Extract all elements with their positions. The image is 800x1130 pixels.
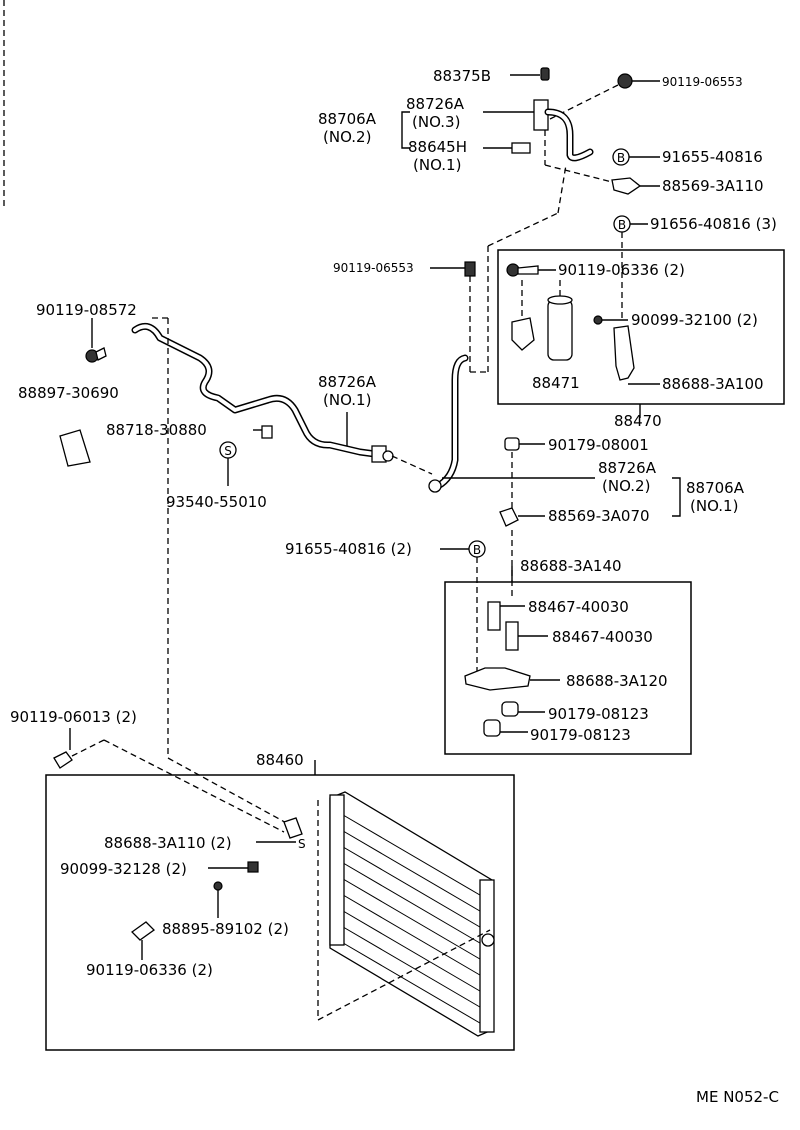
top-fittings: B [401,67,660,195]
pipe-88726a-no2 [428,164,595,493]
bolt-90119-06336-bottom [130,921,156,941]
receiver-88471 [547,299,573,361]
label-88460: 88460 [256,751,304,769]
label-no2-top: (NO.2) [323,128,371,146]
label-93540-55010: 93540-55010 [166,493,267,511]
label-88467-40030-b: 88467-40030 [552,628,653,646]
label-no1-top: (NO.1) [413,156,461,174]
label-88467-40030-a: 88467-40030 [528,598,629,616]
washer-symbol: B [618,218,626,232]
fitting-88726a-no3 [533,99,549,131]
label-91656-40816: 91656-40816 (3) [650,215,777,233]
bracket-left [511,317,535,351]
label-90119-06553-mid: 90119-06553 [333,261,414,275]
label-88688-3a120: 88688-3A120 [566,672,668,690]
bracket-88688-3a100 [613,325,635,381]
label-88688-3a110: 88688-3A110 (2) [104,834,232,852]
nut-90099-32100 [593,315,603,325]
diagram-code: ME N052-C [696,1088,779,1106]
label-88688-3a140: 88688-3A140 [520,557,622,575]
bracket-88688-3a110 [283,817,303,839]
label-88375b: 88375B [433,67,491,85]
washer-symbol: B [617,151,625,165]
clamp-88569-3a070 [499,507,519,527]
label-90119-08572: 90119-08572 [36,301,137,319]
label-88645h: 88645H [408,138,467,156]
bolt-90119-06336-top [506,263,520,277]
pipe-88726a-no1 [131,322,433,475]
clip-88718-30880 [261,425,273,439]
switch-88467-40030-a [487,601,501,631]
label-90099-32128: 90099-32128 (2) [60,860,187,878]
label-90119-06553-top: 90119-06553 [662,75,743,89]
label-90119-06336-bottom: 90119-06336 (2) [86,961,213,979]
label-no1-right: (NO.1) [690,497,738,515]
label-no1-mid: (NO.1) [323,391,371,409]
condenser-assembly: S [45,760,515,1051]
label-88569-3a110: 88569-3A110 [662,177,764,195]
washer-symbol: B [473,543,481,557]
clamp-88569-3a110 [611,177,642,195]
label-90179-08001: 90179-08001 [548,436,649,454]
label-88718-30880: 88718-30880 [106,421,207,439]
box-88688-3a140 [444,581,692,755]
label-90119-06336-top: 90119-06336 (2) [558,261,685,279]
valve-88645h [511,142,531,154]
label-no2-mid: (NO.2) [602,477,650,495]
label-90119-06013: 90119-06013 (2) [10,708,137,726]
receiver-assembly: B [497,215,785,418]
label-90179-08123-b: 90179-08123 [530,726,631,744]
label-91655-40816-top: 91655-40816 [662,148,763,166]
box-88460 [45,774,515,1051]
cap-90179-08001 [504,437,520,451]
label-88726a-no3: 88726A [406,95,465,113]
label-90099-32100: 90099-32100 (2) [631,311,758,329]
grommet-symbol: S [224,444,232,458]
bolt-90119-06013 [53,751,73,769]
label-91655-40816-mid: 91655-40816 (2) [285,540,412,558]
condenser-tank-right [479,879,495,1033]
label-no3: (NO.3) [412,113,460,131]
label-88470: 88470 [614,412,662,430]
nut-90099-32128 [247,861,259,873]
bolt-90119-06553-mid [464,261,476,277]
label-88706a-no2: 88706A [318,110,377,128]
grommet-88895-89102 [213,881,223,891]
label-88569-3a070: 88569-3A070 [548,507,650,525]
cap-88375b [540,67,550,81]
switch-88467-40030-b [505,621,519,651]
label-88895-89102: 88895-89102 (2) [162,920,289,938]
cap-90179-08123-a [501,701,519,717]
label-88726a-no2: 88726A [598,459,657,477]
part-labels: 88375B 90119-06553 88726A (NO.3) 88706A … [10,67,779,1106]
label-90179-08123-a: 90179-08123 [548,705,649,723]
label-88688-3a100: 88688-3A100 [662,375,764,393]
bracket-88688-3a120 [464,667,531,691]
cap-90179-08123-b [483,719,501,737]
label-88897-30690: 88897-30690 [18,384,119,402]
label-88706a-no1: 88706A [686,479,745,497]
switch-assembly [444,566,692,755]
label-88726a-no1: 88726A [318,373,377,391]
box-88470 [497,249,785,405]
label-88471: 88471 [532,374,580,392]
pad-88897-30690 [59,429,91,467]
grommet-symbol: S [298,837,306,851]
bolt-90119-06553-top [617,73,633,89]
condenser-tank-left [329,794,345,946]
